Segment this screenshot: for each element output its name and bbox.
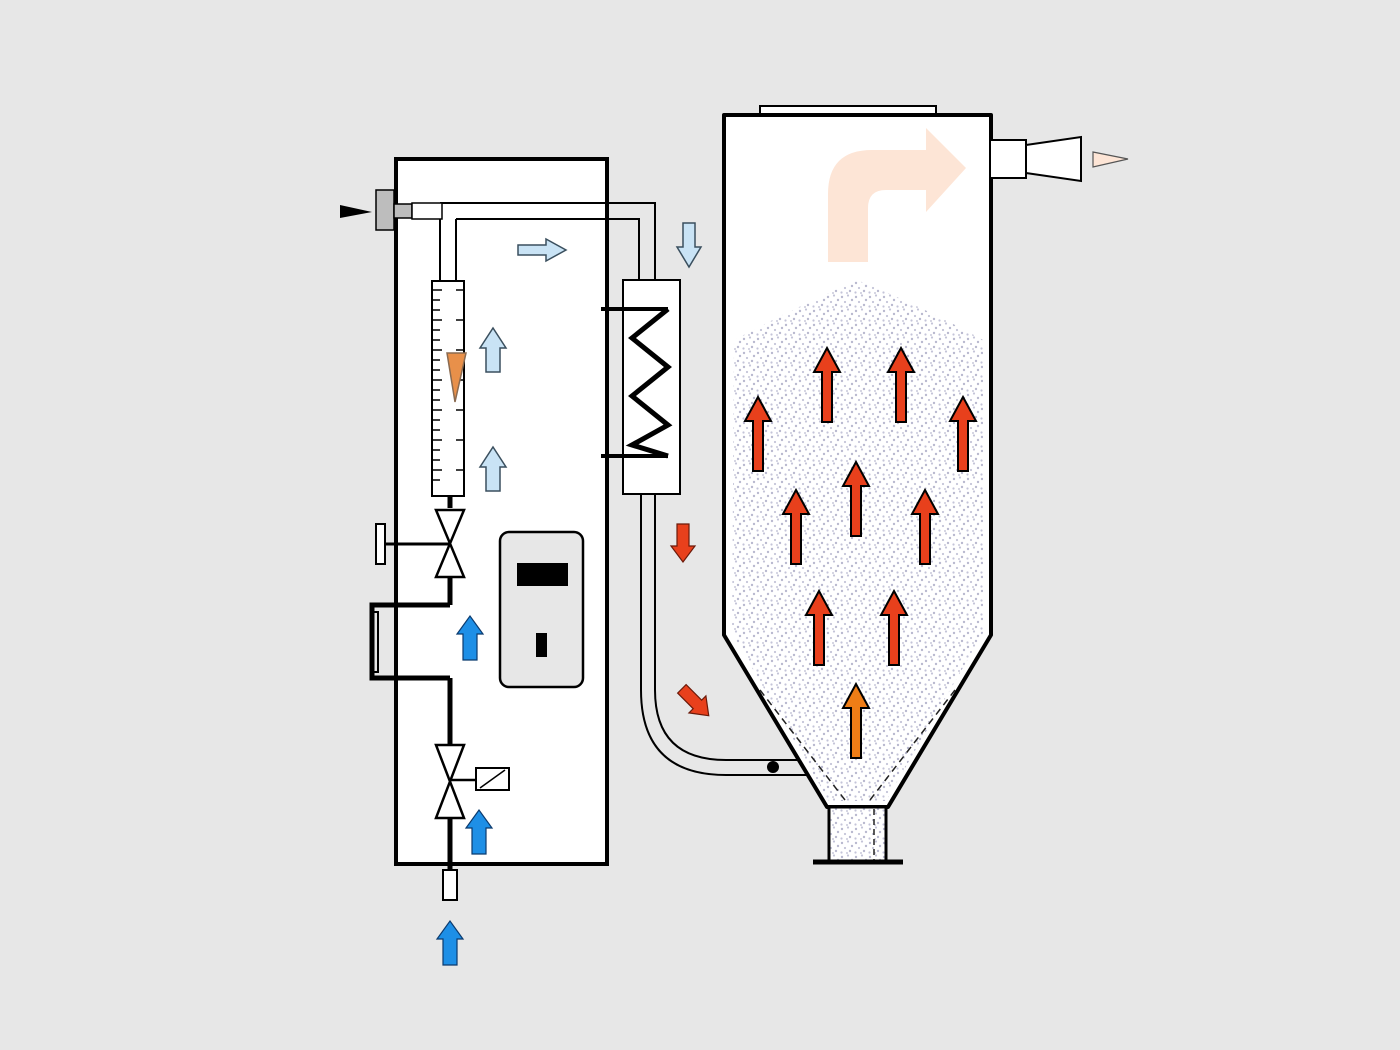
hot-air-tube — [640, 494, 808, 776]
side-inlet-fitting — [375, 189, 443, 231]
exhaust-pointer-icon — [1092, 151, 1129, 168]
panel-switch[interactable] — [536, 633, 547, 657]
manual-valve-icon[interactable] — [375, 508, 466, 579]
black-pointer-icon — [340, 205, 372, 218]
solenoid-valve-icon[interactable] — [434, 743, 510, 820]
bottom-inlet-connector — [442, 869, 458, 901]
control-cabinet — [394, 157, 609, 866]
exhaust-nozzle — [1025, 135, 1082, 183]
check-valve-dot-icon — [767, 761, 779, 773]
bypass-loop — [372, 611, 379, 673]
control-panel[interactable] — [498, 530, 585, 689]
panel-display — [517, 563, 568, 586]
inlet-pipe — [369, 496, 453, 870]
particle-bed — [732, 280, 983, 801]
exhaust-flow-arrow — [828, 128, 966, 262]
heater-coil-icon — [601, 279, 681, 495]
rotameter — [431, 280, 467, 497]
rotameter-float — [446, 352, 467, 403]
fluidized-bed-vessel — [722, 105, 1082, 865]
